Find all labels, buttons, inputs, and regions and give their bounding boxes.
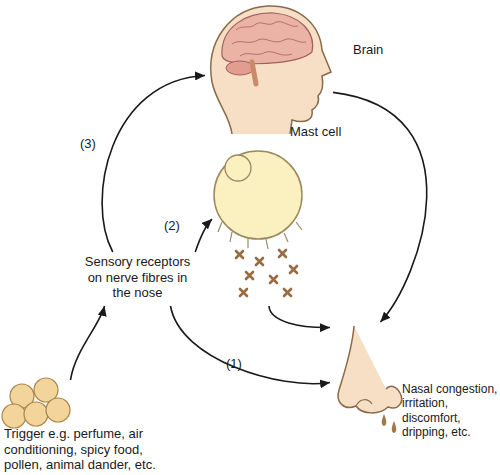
brain-node: Brain [205,4,333,134]
trigger-particles [2,378,70,428]
node-label: Brain [353,42,403,58]
callout-number: (2) [164,218,180,234]
node-label: Sensory receptors on nerve fibres in the… [79,254,197,301]
particle [284,289,291,296]
particle [279,250,286,257]
trigger-node: Trigger e.g. perfume, air conditioning, … [0,380,235,472]
flow-arrow [102,76,205,253]
flow-arrow [171,306,331,384]
drip-drop [382,414,387,426]
flow-arrow [71,306,105,380]
head-outline [211,6,331,134]
particle [290,266,297,273]
nose-node: Nasal congestion, irritation, discomfort… [330,322,402,432]
mast-cell-node: Mast cell [212,148,307,306]
nose-shape [338,326,402,413]
particle-ball [46,398,70,422]
particle [256,258,263,265]
node-label: Mast cell [290,124,360,140]
mast-cell-nucleus [225,155,251,181]
particle-ball [24,402,48,426]
nostril [356,400,372,406]
flow-arrow [333,92,427,322]
mediator-particles [236,250,297,296]
receptor-node: Sensory receptors on nerve fibres in the… [55,252,220,306]
particle [236,251,243,258]
particle [270,276,277,283]
node-label: Trigger e.g. perfume, air conditioning, … [4,426,162,473]
brain-folds [232,22,306,56]
brain-stem [252,62,256,84]
mast-cell-body [214,151,302,239]
callout-number: (3) [80,136,96,152]
particle [240,289,247,296]
flow-arrow [195,219,212,252]
particle [246,272,253,279]
drip-drop [392,421,397,433]
particle-ball [2,404,26,428]
node-label: Nasal congestion, irritation, discomfort… [402,382,499,440]
brain-shape [222,13,313,64]
callout-number: (1) [226,356,242,372]
flow-arrow [269,306,330,328]
